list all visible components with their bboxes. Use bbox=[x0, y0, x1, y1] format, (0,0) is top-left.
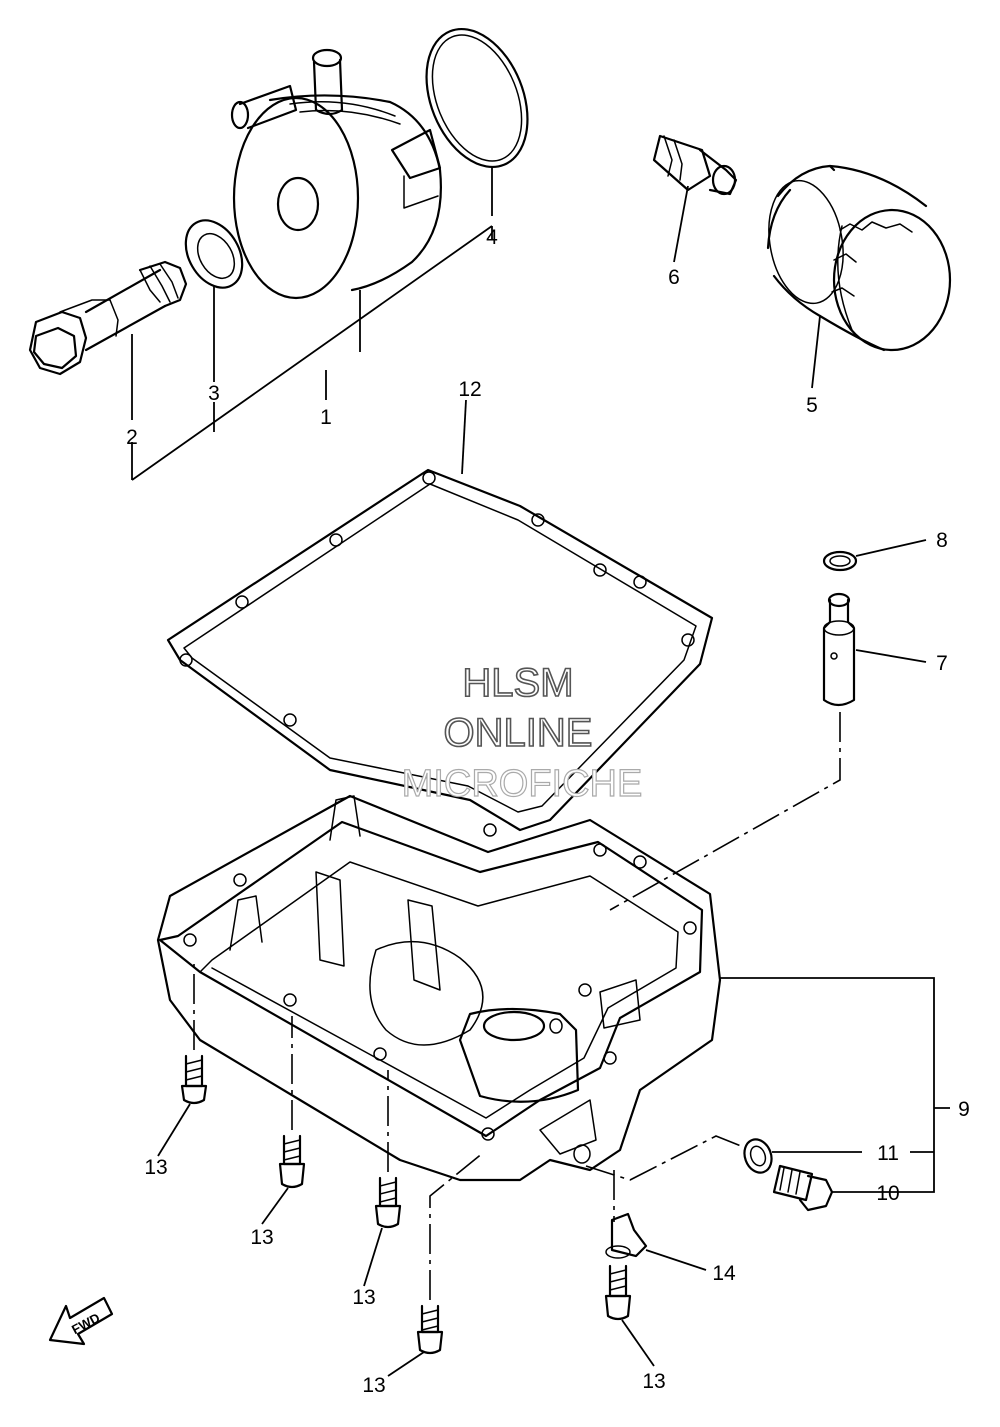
callout-13-b: 13 bbox=[250, 1226, 273, 1249]
union-bolt-part-2 bbox=[28, 260, 188, 376]
washer-part-11 bbox=[743, 1138, 773, 1174]
watermark-line-1: HLSM bbox=[462, 661, 573, 705]
bolt-13-d bbox=[416, 1304, 444, 1355]
callout-2: 2 bbox=[126, 426, 138, 449]
fitting-part-6 bbox=[652, 134, 738, 196]
callout-13-a: 13 bbox=[144, 1156, 167, 1179]
callout-5: 5 bbox=[806, 394, 818, 417]
bolt-13-e bbox=[604, 1264, 632, 1321]
callout-4: 4 bbox=[486, 226, 498, 249]
callout-9: 9 bbox=[958, 1098, 970, 1121]
callout-labels: 1 2 3 4 5 6 7 8 9 10 11 12 13 13 13 13 1… bbox=[126, 226, 970, 1397]
bracket-part-14 bbox=[605, 1212, 648, 1259]
bolt-13-b bbox=[278, 1134, 306, 1189]
callout-12: 12 bbox=[458, 378, 481, 401]
bolt-13-a bbox=[180, 1054, 208, 1105]
oil-cooler-part-1 bbox=[230, 48, 442, 300]
callout-3: 3 bbox=[208, 382, 220, 405]
o-ring-part-4 bbox=[425, 27, 529, 169]
callout-11: 11 bbox=[877, 1142, 899, 1165]
gasket-part-12 bbox=[166, 468, 714, 837]
callout-13-c: 13 bbox=[352, 1286, 375, 1309]
oil-filter-part-5 bbox=[766, 164, 952, 352]
callout-6: 6 bbox=[668, 266, 680, 289]
watermark-line-3: MICROFICHE bbox=[402, 763, 643, 805]
bolt-13-c bbox=[374, 1176, 402, 1229]
callout-14: 14 bbox=[712, 1262, 736, 1285]
callout-13-e: 13 bbox=[642, 1370, 665, 1393]
oil-pan-part-9 bbox=[156, 794, 722, 1182]
callout-7: 7 bbox=[936, 652, 948, 675]
pipe-part-7 bbox=[822, 592, 856, 707]
callout-1: 1 bbox=[320, 406, 332, 429]
watermark-line-2: ONLINE bbox=[444, 711, 593, 755]
callout-8: 8 bbox=[936, 529, 948, 552]
washer-part-3 bbox=[184, 219, 244, 289]
fwd-arrow: FWD bbox=[48, 1296, 114, 1346]
callout-10: 10 bbox=[876, 1182, 899, 1205]
bolts-part-13 bbox=[180, 1054, 632, 1355]
o-ring-part-8 bbox=[822, 550, 858, 572]
drain-bolt-part-10 bbox=[772, 1164, 834, 1212]
watermark: HLSM ONLINE MICROFICHE bbox=[401, 660, 643, 805]
fwd-label: FWD bbox=[69, 1310, 102, 1337]
callout-13-d: 13 bbox=[362, 1374, 385, 1397]
leader-lines bbox=[131, 166, 950, 1377]
